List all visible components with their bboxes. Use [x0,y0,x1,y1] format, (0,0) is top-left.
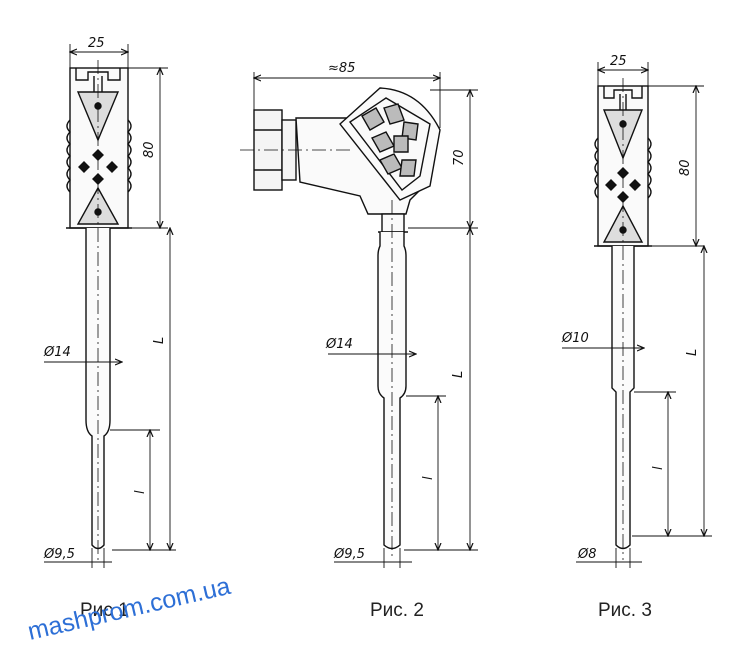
fig3-label-height: 80 [678,159,693,176]
figure-3 [562,62,712,568]
fig2-caption: Рис. 2 [370,600,424,621]
fig3-caption: Рис. 3 [598,600,652,621]
fig1-dim-l [110,430,160,550]
fig1-dim-height [128,68,168,228]
fig2-dim-l [406,396,446,550]
fig1-label-height: 80 [142,141,157,158]
fig1-label-width: 25 [88,36,105,51]
fig1-label-dia-stem: Ø14 [43,345,71,360]
fig2-sheath [377,200,408,560]
fig2-dim-L [404,228,478,550]
fig2-label-dia-tip: Ø9,5 [333,547,365,562]
fig1-label-dia-tip: Ø9,5 [43,547,75,562]
fig3-label-L: L [685,349,700,356]
fig1-caption: Рис 1 [80,600,129,621]
fig3-dim-L [632,246,712,536]
fig2-head-cover [339,87,441,201]
figure-1 [44,44,176,568]
fig2-label-width: ≈85 [328,61,355,76]
fig3-label-dia-stem: Ø10 [561,331,589,346]
fig1-dim-width [70,44,128,68]
fig3-label-l: l [651,466,666,470]
fig1-terminal-head [66,67,132,229]
fig3-label-width: 25 [610,54,627,69]
fig1-sheath [85,60,111,560]
fig2-dim-width [254,72,440,128]
fig3-dim-l [634,392,676,536]
fig3-dim-height [648,86,704,246]
fig2-label-l: l [421,476,436,480]
fig1-label-l: l [133,490,148,494]
fig2-dim-height [408,90,478,228]
fig3-dim-width [598,62,648,86]
fig2-label-dia-stem: Ø14 [325,337,353,352]
fig3-sheath [611,78,635,560]
fig2-label-L: L [451,371,466,378]
fig2-label-height: 70 [452,149,467,166]
fig1-label-L: L [152,337,167,344]
figure-2 [240,72,478,568]
fig1-dim-L [112,228,176,550]
watermark: mashprom.com.ua [25,572,233,646]
fig3-label-dia-tip: Ø8 [577,547,597,562]
